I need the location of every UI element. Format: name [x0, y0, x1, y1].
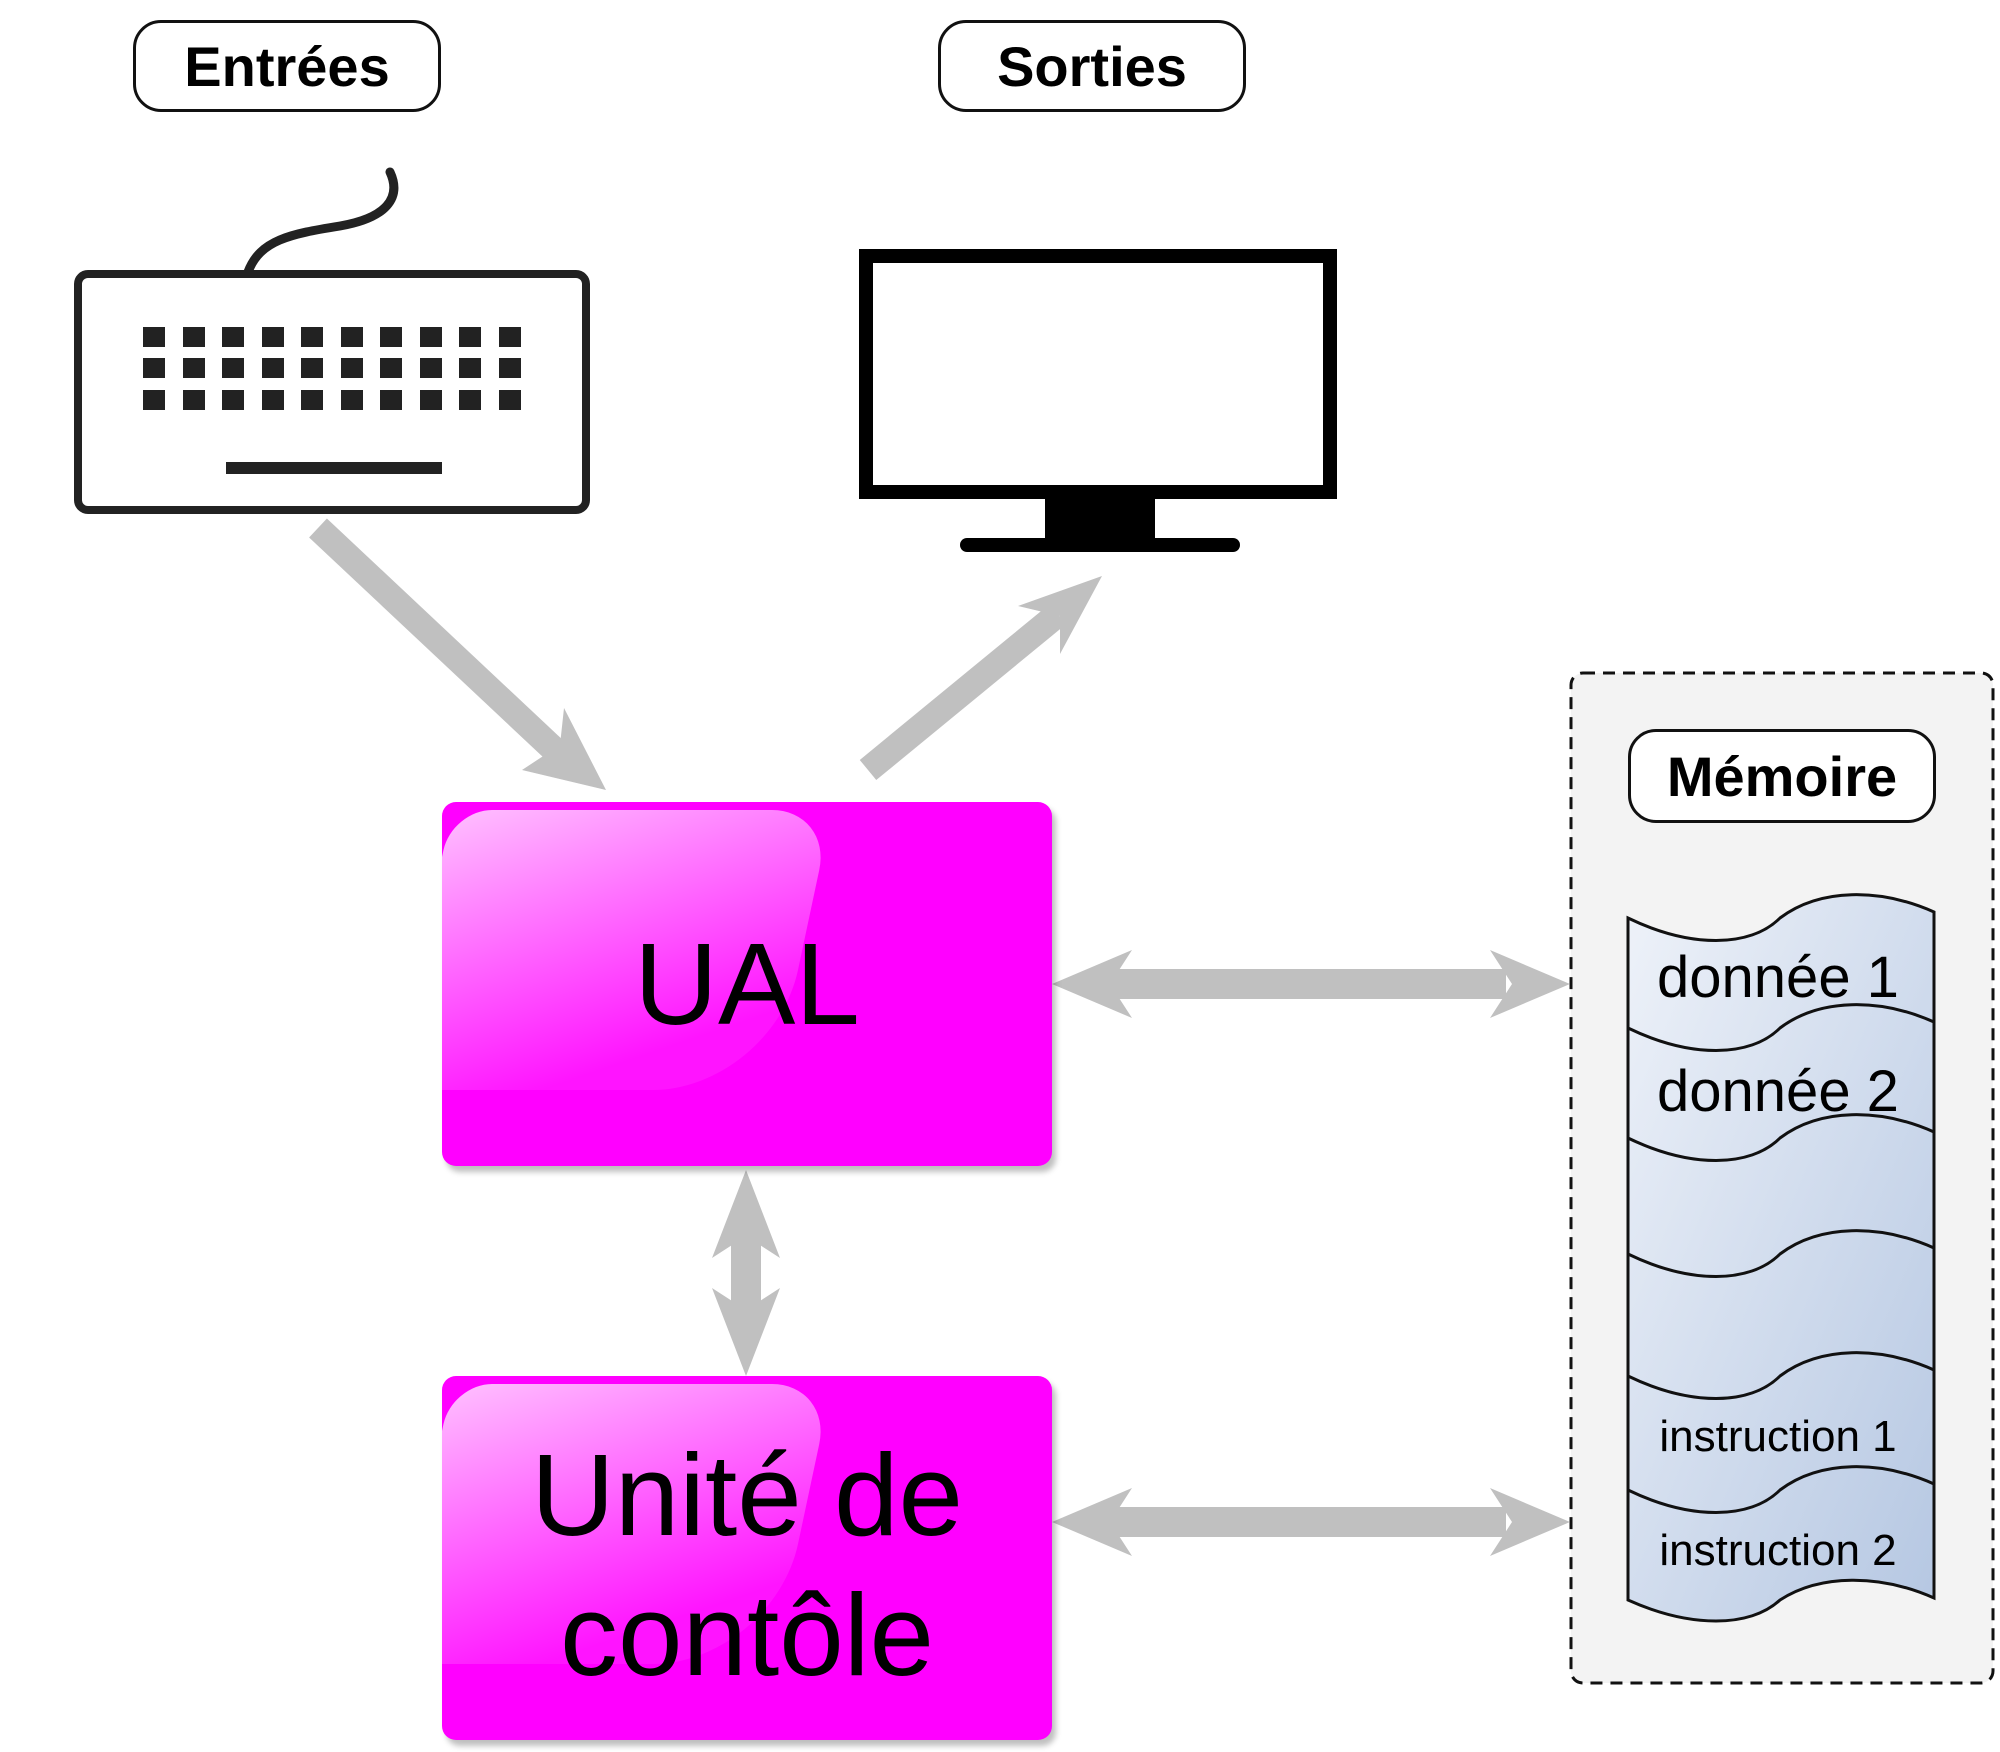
- memory-label: Mémoire: [1628, 729, 1936, 823]
- memory-cell-divider: [1627, 1113, 1935, 1162]
- arrow-alu-control-unit: [712, 1170, 780, 1376]
- memory-stack: [1626, 893, 1936, 1623]
- control-unit-label: Unité de contôle: [531, 1425, 963, 1705]
- keyboard-icon: [74, 167, 590, 514]
- memory-cell-divider: [1627, 1003, 1935, 1052]
- control-unit-label-line2: contôle: [559, 1570, 935, 1700]
- arrow-keyboard-to-alu: [309, 518, 606, 790]
- memory-cell-1: donnée 1: [1657, 945, 1899, 1010]
- arrow-alu-memory: [1052, 950, 1570, 1018]
- memory-cell-divider: [1627, 1351, 1935, 1400]
- arrow-alu-to-monitor: [859, 576, 1102, 781]
- memory-cell-divider: [1627, 1229, 1935, 1278]
- memory-cell-divider: [1627, 1465, 1935, 1514]
- memory-cell-5: instruction 1: [1659, 1412, 1897, 1461]
- inputs-label: Entrées: [133, 20, 441, 112]
- memory-cell-6: instruction 2: [1659, 1526, 1897, 1575]
- control-unit-box: Unité de contôle: [442, 1376, 1052, 1740]
- control-unit-label-line1: Unité de: [530, 1430, 964, 1560]
- outputs-label: Sorties: [938, 20, 1246, 112]
- monitor-icon: [859, 249, 1337, 552]
- alu-label: UAL: [634, 919, 860, 1049]
- alu-box: UAL: [442, 802, 1052, 1166]
- memory-cell-2: donnée 2: [1657, 1059, 1899, 1124]
- memory-stack-body: [1626, 893, 1936, 1623]
- arrow-control-unit-memory: [1052, 1488, 1570, 1556]
